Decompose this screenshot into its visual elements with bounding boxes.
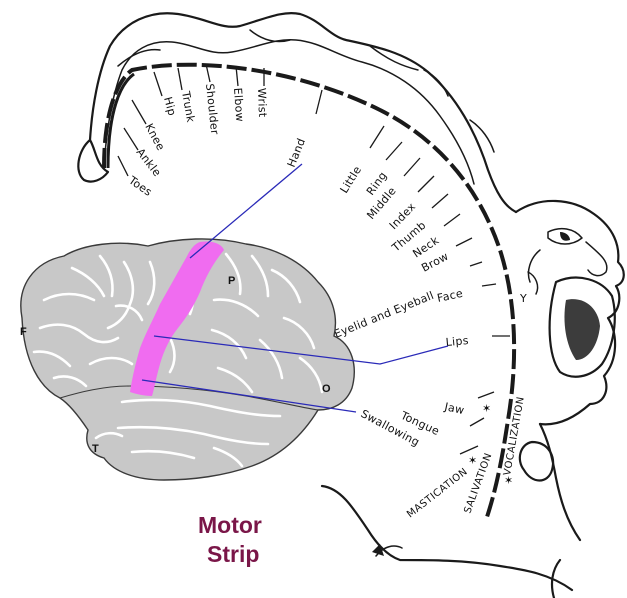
title-line-1: Motor <box>198 512 262 538</box>
label-jaw: Jaw <box>442 400 465 417</box>
label-toes: Toes <box>125 173 154 199</box>
label-trunk: Trunk <box>179 89 197 124</box>
svg-text:Y: Y <box>519 292 527 305</box>
label-lips: Lips <box>445 334 469 349</box>
lobe-label-occipital: O <box>322 383 331 395</box>
svg-text:✶: ✶ <box>504 474 514 487</box>
label-shoulder: Shoulder <box>203 83 221 136</box>
label-eyelid-and-eyeball: Eyelid and Eyeball <box>332 289 436 341</box>
diagram-title: Motor Strip <box>198 512 262 567</box>
brain-lateral-view: F P O T <box>20 239 354 480</box>
label-wrist: Wrist <box>255 88 269 118</box>
label-face: Face <box>436 287 464 305</box>
lobe-label-temporal: T <box>92 443 99 455</box>
lobe-label-frontal: F <box>20 326 27 338</box>
svg-text:✶: ✶ <box>468 454 478 467</box>
svg-text:✶: ✶ <box>482 402 492 415</box>
title-line-2: Strip <box>207 541 259 567</box>
label-mastication: MASTICATION <box>405 466 470 520</box>
label-little: Little <box>338 164 365 196</box>
label-elbow: Elbow <box>231 87 246 122</box>
lobe-label-parietal: P <box>228 275 235 287</box>
label-hip: Hip <box>161 95 179 117</box>
label-hand: Hand <box>285 136 308 169</box>
